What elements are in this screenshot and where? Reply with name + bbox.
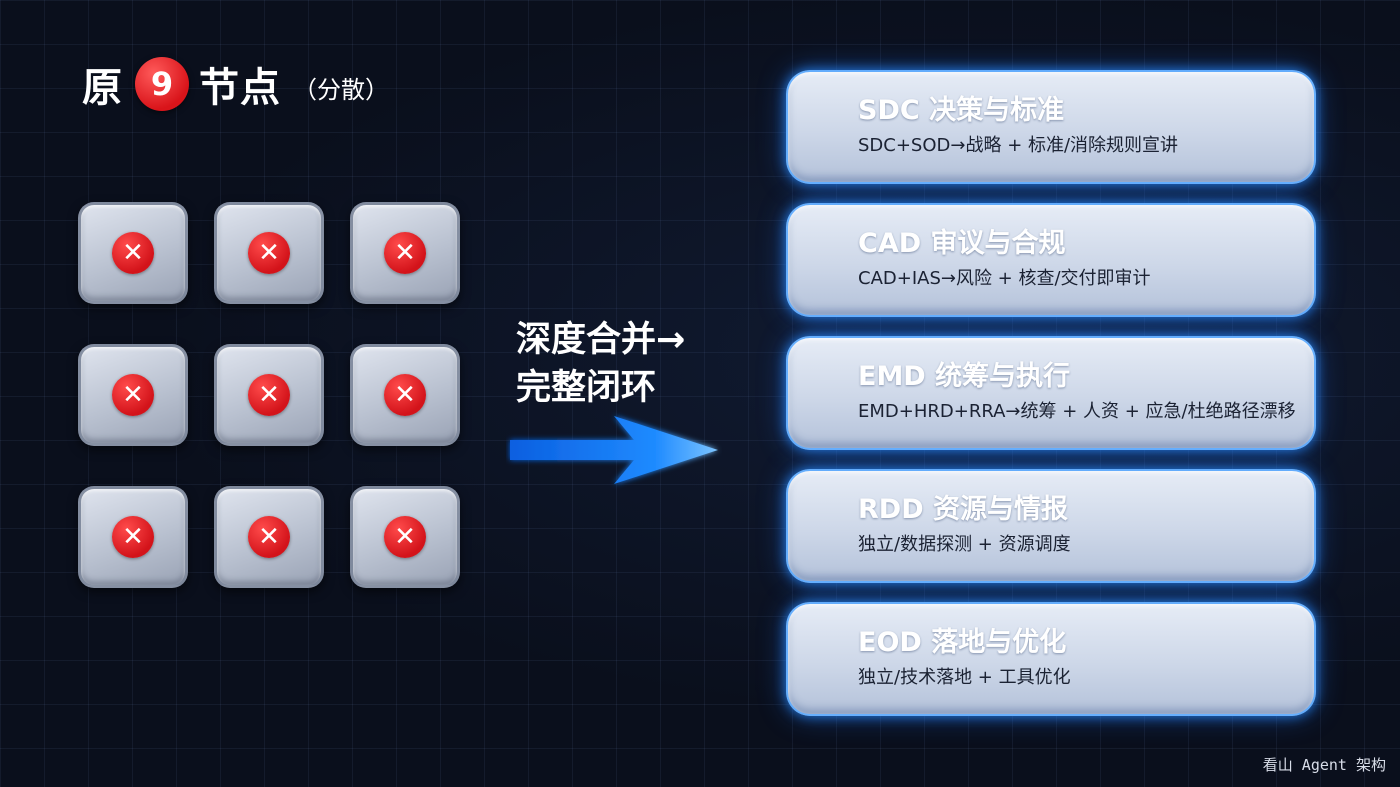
card-rdd: RDD 资源与情报 独立/数据探测 + 资源调度 (786, 469, 1316, 583)
card-description: CAD+IAS→风险 + 核查/交付即审计 (858, 268, 1151, 289)
watermark: 看山 Agent 架构 (1262, 756, 1386, 774)
card-description: 独立/技术落地 + 工具优化 (858, 667, 1071, 688)
card-title: SDC 决策与标准 (858, 95, 1065, 126)
card-title: RDD 资源与情报 (858, 494, 1069, 525)
close-circle-icon: ✕ (384, 516, 426, 558)
merge-label-line2: 完整闭环 (516, 368, 657, 408)
card-description: SDC+SOD→战略 + 标准/消除规则宣讲 (858, 135, 1179, 156)
close-circle-icon: ✕ (248, 232, 290, 274)
title-prefix: 原 (82, 65, 123, 111)
card-title: CAD 审议与合规 (858, 228, 1066, 259)
close-circle-icon: ✕ (384, 232, 426, 274)
close-circle-icon: ✕ (384, 374, 426, 416)
node-tile: ✕ (78, 202, 188, 304)
title-suffix: 节点 (199, 65, 281, 111)
node-tile: ✕ (350, 486, 460, 588)
node-tile: ✕ (214, 344, 324, 446)
node-tile: ✕ (350, 344, 460, 446)
card-description: EMD+HRD+RRA→统筹 + 人资 + 应急/杜绝路径漂移 (858, 401, 1296, 422)
node-tile: ✕ (214, 486, 324, 588)
close-circle-icon: ✕ (112, 232, 154, 274)
node-tile: ✕ (78, 344, 188, 446)
merge-label: 深度合并→ 完整闭环 (516, 316, 685, 412)
close-circle-icon: ✕ (248, 374, 290, 416)
node-count-badge: 9 (135, 57, 189, 111)
card-cad: CAD 审议与合规 CAD+IAS→风险 + 核查/交付即审计 (786, 203, 1316, 317)
node-tile: ✕ (78, 486, 188, 588)
merged-nodes-list: SDC 决策与标准 SDC+SOD→战略 + 标准/消除规则宣讲 CAD 审议与… (786, 70, 1316, 735)
close-circle-icon: ✕ (112, 374, 154, 416)
original-nodes-grid: ✕ ✕ ✕ ✕ ✕ ✕ ✕ ✕ ✕ (78, 202, 460, 588)
card-title: EMD 统筹与执行 (858, 361, 1071, 392)
arrow-right-icon (510, 416, 718, 484)
card-sdc: SDC 决策与标准 SDC+SOD→战略 + 标准/消除规则宣讲 (786, 70, 1316, 184)
card-emd: EMD 统筹与执行 EMD+HRD+RRA→统筹 + 人资 + 应急/杜绝路径漂… (786, 336, 1316, 450)
page-title: 原 9 节点 （分散） (82, 56, 389, 112)
card-title: EOD 落地与优化 (858, 627, 1067, 658)
node-tile: ✕ (214, 202, 324, 304)
merge-label-line1: 深度合并→ (516, 320, 686, 360)
close-circle-icon: ✕ (248, 516, 290, 558)
card-description: 独立/数据探测 + 资源调度 (858, 534, 1071, 555)
title-note: （分散） (293, 75, 389, 104)
close-circle-icon: ✕ (112, 516, 154, 558)
node-tile: ✕ (350, 202, 460, 304)
card-eod: EOD 落地与优化 独立/技术落地 + 工具优化 (786, 602, 1316, 716)
